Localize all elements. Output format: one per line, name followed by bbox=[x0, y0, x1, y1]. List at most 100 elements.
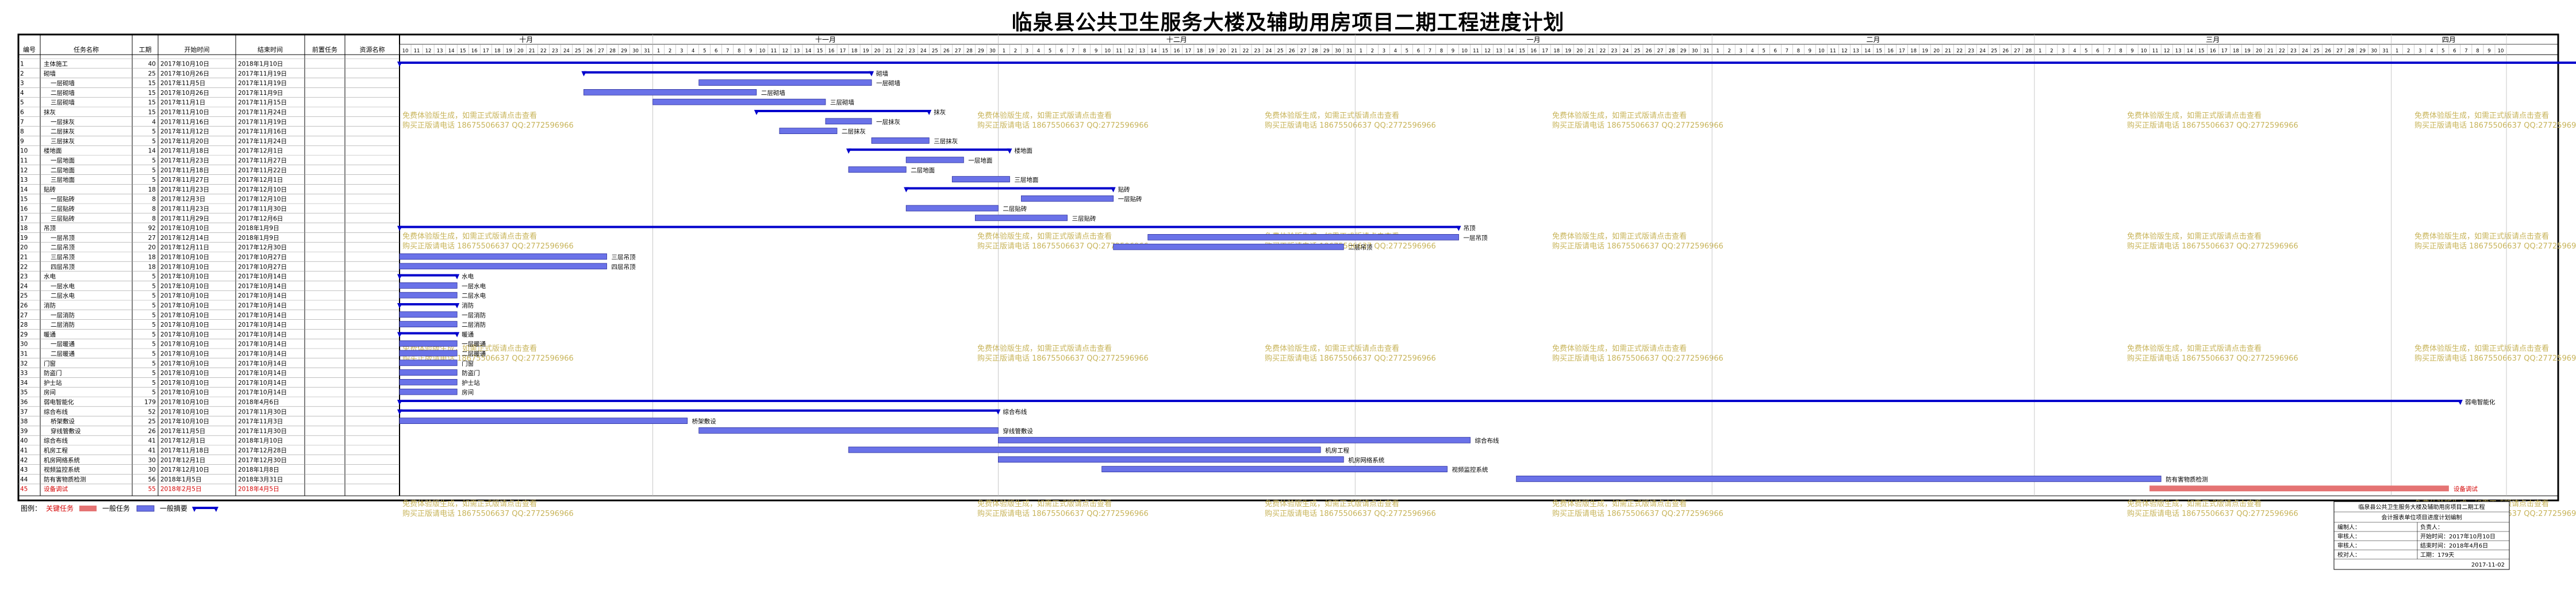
table-cell-id: 1 bbox=[20, 61, 24, 68]
table-cell-start: 2017年11月5日 bbox=[160, 79, 205, 87]
timeline-day-label: 25 bbox=[932, 48, 938, 54]
table-cell-start: 2017年12月14日 bbox=[160, 234, 209, 242]
table-cell-duration: 5 bbox=[152, 303, 156, 309]
table-cell-start: 2017年11月10日 bbox=[160, 109, 209, 116]
watermark-text: 免费体验版生成，如需正式版请点击查看 bbox=[1552, 232, 1687, 241]
timeline-day-label: 9 bbox=[1095, 48, 1097, 54]
table-cell-duration: 5 bbox=[152, 138, 156, 145]
table-cell-end: 2017年12月6日 bbox=[238, 215, 283, 222]
watermark-text: 免费体验版生成，如需正式版请点击查看 bbox=[977, 499, 1112, 508]
table-cell-name: 二层水电 bbox=[51, 292, 75, 300]
table-cell-end: 2017年10月14日 bbox=[238, 321, 287, 328]
watermark-text: 购买正版请电话 18675506637 QQ:2772596966 bbox=[2127, 242, 2298, 251]
bar-label: 暖通 bbox=[462, 331, 474, 338]
timeline-day-label: 27 bbox=[598, 48, 604, 54]
task-bar bbox=[1147, 234, 1459, 240]
table-cell-end: 2017年10月14日 bbox=[238, 350, 287, 358]
table-cell-name: 弱电智能化 bbox=[44, 399, 74, 406]
task-bar bbox=[1021, 195, 1114, 202]
watermark-text: 购买正版请电话 18675506637 QQ:2772596966 bbox=[2414, 121, 2576, 130]
timeline-day-label: 28 bbox=[1312, 48, 1318, 54]
summary-bar-start-cap bbox=[397, 62, 402, 67]
summary-bar bbox=[400, 303, 458, 305]
table-cell-name: 二层抹灰 bbox=[51, 128, 75, 135]
bar-label: 综合布线 bbox=[1003, 408, 1027, 415]
legend-swatch-summary-cap bbox=[213, 507, 218, 512]
timeline-day-label: 14 bbox=[448, 48, 455, 54]
timeline-day-label: 24 bbox=[563, 48, 570, 54]
table-cell-name: 主体施工 bbox=[44, 60, 68, 68]
bar-label: 二层水电 bbox=[462, 292, 486, 300]
table-cell-end: 2017年10月14日 bbox=[238, 311, 287, 319]
table-cell-duration: 25 bbox=[148, 418, 156, 425]
timeline-day-label: 31 bbox=[644, 48, 650, 54]
table-cell-id: 11 bbox=[20, 158, 28, 165]
table-cell-id: 18 bbox=[20, 225, 28, 232]
task-bar bbox=[848, 446, 1321, 453]
table-cell-name: 机房网络系统 bbox=[44, 456, 80, 464]
task-bar bbox=[399, 311, 458, 318]
table-cell-name: 贴砖 bbox=[44, 186, 56, 193]
table-header-cell: 资源名称 bbox=[360, 45, 385, 53]
table-cell-start: 2017年11月20日 bbox=[160, 137, 209, 145]
summary-bar bbox=[400, 274, 458, 277]
timeline-day-label: 4 bbox=[2073, 48, 2076, 54]
timeline-day-label: 24 bbox=[1266, 48, 1272, 54]
timeline-day-label: 24 bbox=[1622, 48, 1629, 54]
watermark-text: 购买正版请电话 18675506637 QQ:2772596966 bbox=[977, 509, 1149, 518]
summary-bar-start-cap bbox=[397, 274, 402, 280]
summary-bar-end-cap bbox=[1110, 187, 1116, 193]
timeline-day-label: 24 bbox=[920, 48, 927, 54]
timeline-day-label: 3 bbox=[1739, 48, 1742, 54]
table-cell-name: 一层水电 bbox=[51, 282, 75, 290]
task-bar bbox=[399, 292, 458, 299]
table-cell-end: 2017年10月14日 bbox=[238, 389, 287, 396]
table-cell-end: 2018年3月31日 bbox=[238, 476, 283, 483]
summary-bar-end-cap bbox=[454, 332, 460, 338]
table-cell-id: 19 bbox=[20, 235, 28, 242]
table-cell-start: 2017年10月10日 bbox=[160, 60, 209, 68]
timeline-day-label: 10 bbox=[1818, 48, 1825, 54]
timeline-day-label: 10 bbox=[2141, 48, 2147, 54]
watermark-text: 免费体验版生成，如需正式版请点击查看 bbox=[1552, 499, 1687, 508]
watermark-text: 免费体验版生成，如需正式版请点击查看 bbox=[1552, 111, 1687, 120]
timeline-day-label: 18 bbox=[1910, 48, 1917, 54]
table-cell-end: 2017年10月14日 bbox=[238, 273, 287, 280]
legend-swatch-summary bbox=[194, 507, 216, 509]
table-cell-end: 2017年12月28日 bbox=[238, 447, 287, 454]
timeline-day-label: 9 bbox=[1809, 48, 1811, 54]
watermark-text: 免费体验版生成，如需正式版请点击查看 bbox=[977, 111, 1112, 120]
legend-label-task: 一般任务 bbox=[102, 504, 130, 512]
timeline-day-label: 1 bbox=[1003, 48, 1005, 54]
timeline-day-label: 27 bbox=[955, 48, 961, 54]
timeline-day-label: 11 bbox=[1830, 48, 1836, 54]
timeline-day-label: 22 bbox=[1243, 48, 1249, 54]
timeline-day-label: 14 bbox=[1864, 48, 1871, 54]
timeline-day-label: 22 bbox=[897, 48, 904, 54]
timeline-day-label: 21 bbox=[529, 48, 535, 54]
task-bar bbox=[848, 166, 907, 173]
timeline-month-label: 十一月 bbox=[815, 36, 836, 44]
watermark-text: 购买正版请电话 18675506637 QQ:2772596966 bbox=[2414, 354, 2576, 363]
timeline-day-label: 15 bbox=[2198, 48, 2205, 54]
timeline-day-label: 11 bbox=[2152, 48, 2159, 54]
table-cell-duration: 15 bbox=[148, 109, 156, 116]
table-cell-name: 门窗 bbox=[44, 359, 56, 367]
table-cell-end: 2017年11月19日 bbox=[238, 79, 287, 87]
timeline-day-label: 2 bbox=[1371, 48, 1374, 54]
watermark-text: 免费体验版生成，如需正式版请点击查看 bbox=[1265, 344, 1399, 353]
table-cell-start: 2017年11月12日 bbox=[160, 128, 209, 135]
summary-bar bbox=[583, 71, 872, 74]
table-cell-duration: 56 bbox=[148, 476, 156, 483]
bar-label: 一层水电 bbox=[462, 282, 486, 290]
table-cell-id: 34 bbox=[20, 380, 28, 387]
timeline-day-label: 4 bbox=[1037, 48, 1040, 54]
watermark-text: 免费体验版生成，如需正式版请点击查看 bbox=[1265, 499, 1399, 508]
table-cell-start: 2017年10月10日 bbox=[160, 311, 209, 319]
legend: 图例：关键任务一般任务一般摘要 bbox=[21, 504, 218, 512]
table-cell-id: 39 bbox=[20, 428, 28, 435]
timeline-day-label: 8 bbox=[1083, 48, 1086, 54]
task-bar bbox=[998, 456, 1344, 463]
timeline-day-label: 12 bbox=[425, 48, 432, 54]
bar-label: 综合布线 bbox=[1475, 437, 1499, 445]
